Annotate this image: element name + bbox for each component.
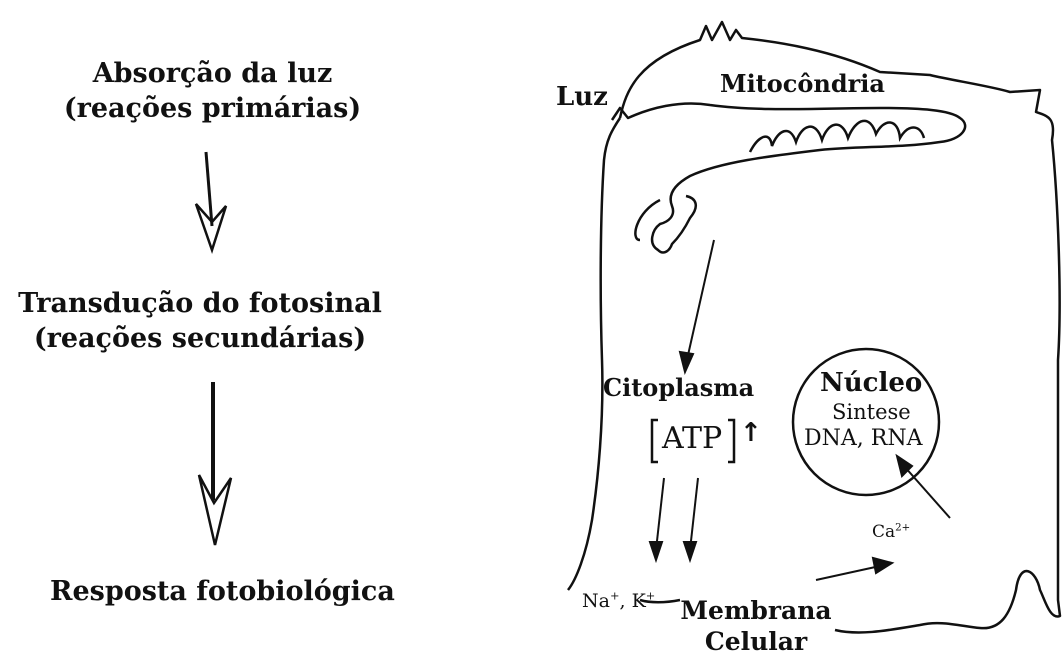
calcium-charge: 2+ [895,522,910,533]
arrow-atp-to-ions-2 [684,478,698,560]
nucleus-dna-rna: DNA, RNA [804,428,922,450]
cell-outline [620,22,1060,633]
calcium-symbol: Ca [872,522,895,542]
label-atp: ATP [662,424,722,454]
label-light: Luz [556,84,608,110]
mitochondrion-shape [612,103,965,252]
atp-bracket-left [652,420,658,462]
nucleus-title: Núcleo [820,370,922,396]
arrow-atp-to-ions-1 [650,478,664,560]
cell-outline-left [568,118,620,590]
flow-arrow-1 [196,152,226,250]
arrow-membrane-to-calcium [816,558,892,580]
membrane-line2: Celular [676,629,836,654]
membrane-line1: Membrana [676,598,836,623]
label-ions: Na+, K+ [582,592,655,611]
label-mitochondria: Mitocôndria [720,72,885,96]
nucleus-synthesis: Sintese [832,402,911,423]
mitochondrion-cristae [750,121,924,152]
label-calcium: Ca2+ [872,524,910,541]
arrow-mito-to-cytoplasm [680,240,714,372]
ion-k-charge: + [646,589,656,603]
ion-na-charge: + [610,589,620,603]
atp-bracket-right [728,420,734,462]
label-membrane: Membrana Celular [676,598,836,654]
flow-arrow-2 [199,382,231,545]
atp-text: ATP [662,421,722,456]
label-cytoplasm: Citoplasma [603,376,754,400]
atp-increase-icon: ↑ [740,420,762,446]
ion-k: K [632,590,646,612]
ion-na: Na [582,590,610,612]
ion-separator: , [620,590,632,612]
